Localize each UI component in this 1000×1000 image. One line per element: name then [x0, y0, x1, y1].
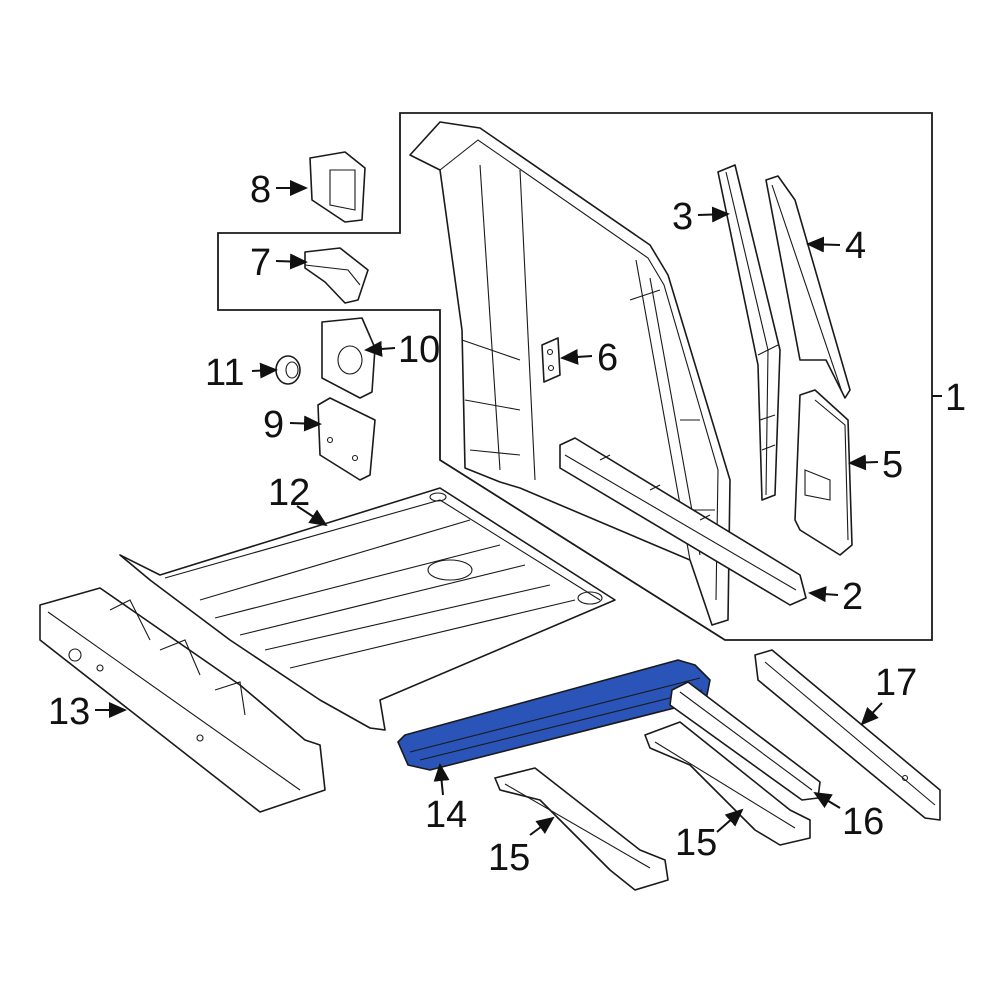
part-12-floor-pan[interactable]	[119, 487, 616, 731]
part-9-plate[interactable]	[317, 397, 376, 481]
callout-11: 11	[205, 352, 244, 394]
part-3-pillar[interactable]	[717, 164, 781, 501]
part-8-bracket[interactable]	[309, 151, 366, 223]
part-17-rail[interactable]	[754, 649, 941, 821]
part-11-plug[interactable]	[275, 355, 301, 385]
part-14-crossmember-highlighted[interactable]	[397, 659, 711, 771]
callout-7: 7	[250, 242, 271, 284]
leader-lines	[95, 180, 942, 836]
callout-17: 17	[875, 662, 917, 704]
part-5-inner-panel[interactable]	[794, 389, 853, 556]
callout-15-left: 15	[488, 837, 530, 879]
part-6-bracket[interactable]	[541, 337, 561, 383]
part-15-bracket-right[interactable]	[644, 721, 811, 846]
part-4-reinforcement[interactable]	[765, 175, 851, 399]
part-2-rocker[interactable]	[559, 437, 807, 606]
callout-1: 1	[945, 377, 966, 419]
callout-12: 12	[268, 472, 310, 514]
callout-2: 2	[842, 576, 863, 618]
callout-8: 8	[250, 169, 271, 211]
callout-15-right: 15	[675, 822, 717, 864]
callout-6: 6	[597, 337, 618, 379]
callout-4: 4	[845, 225, 866, 267]
callout-14: 14	[425, 794, 467, 836]
part-10-plate[interactable]	[321, 317, 376, 399]
part-15-bracket-left[interactable]	[494, 767, 669, 891]
callout-13: 13	[48, 691, 90, 733]
callout-5: 5	[882, 444, 903, 486]
part-7-bracket[interactable]	[304, 247, 369, 304]
part-13-crossmember[interactable]	[39, 587, 326, 813]
callout-10: 10	[398, 329, 440, 371]
assembly-1-boundary	[217, 112, 933, 641]
callout-9: 9	[263, 404, 284, 446]
callout-16: 16	[842, 801, 884, 843]
callout-3: 3	[672, 196, 693, 238]
